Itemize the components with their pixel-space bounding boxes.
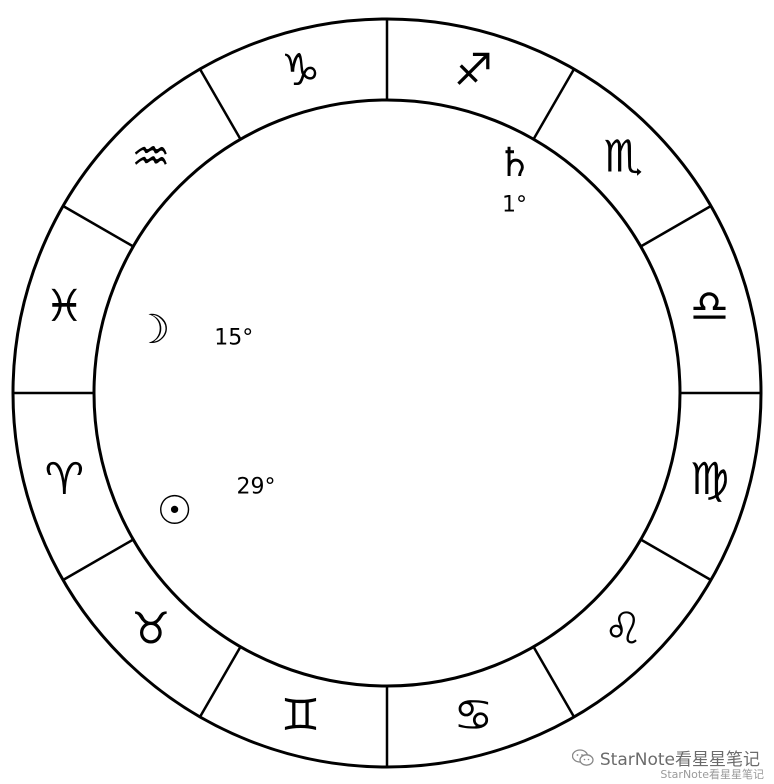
sign-dividers bbox=[13, 19, 761, 767]
leo-icon: ♌︎ bbox=[603, 604, 642, 655]
moon-degree-label: 15° bbox=[214, 326, 253, 351]
watermark-text: StarNote看星星笔记 bbox=[599, 750, 760, 770]
taurus-icon: ♉︎ bbox=[131, 604, 170, 655]
gemini-icon: ♊︎ bbox=[281, 690, 320, 741]
outer-ring bbox=[11, 17, 763, 769]
inner-ring bbox=[92, 98, 682, 688]
divider-line bbox=[640, 538, 712, 582]
sun-degree-label: 29° bbox=[237, 474, 276, 499]
planet-placements: ♄ 1° ☽ 15° ☉ 29° bbox=[134, 140, 532, 534]
saturn-icon: ♄ bbox=[497, 140, 533, 186]
watermark: StarNote看星星笔记 bbox=[571, 745, 760, 770]
aquarius-icon: ♒︎ bbox=[131, 131, 170, 182]
sun-icon: ☉ bbox=[157, 488, 193, 534]
aries-icon: ♈︎ bbox=[45, 454, 84, 505]
sagittarius-icon: ♐︎ bbox=[454, 45, 493, 96]
scorpio-icon: ♏︎ bbox=[603, 131, 642, 182]
divider-line bbox=[62, 538, 134, 582]
wechat-icon bbox=[571, 748, 594, 766]
divider-line bbox=[62, 204, 134, 248]
saturn-degree-label: 1° bbox=[502, 193, 527, 218]
divider-line bbox=[532, 68, 576, 140]
divider-line bbox=[640, 204, 712, 248]
divider-line bbox=[198, 68, 242, 140]
watermark-subtext: StarNote看星星笔记 bbox=[660, 768, 764, 781]
libra-icon: ♎︎ bbox=[690, 281, 729, 332]
sign-glyphs: ♈︎ ♉︎ ♊︎ ♋︎ ♌︎ ♍︎ ♎︎ ♏︎ ♐︎ ♑︎ ♒︎ ♓︎ bbox=[45, 45, 730, 741]
moon-icon: ☽ bbox=[134, 307, 170, 353]
virgo-icon: ♍︎ bbox=[690, 454, 729, 505]
capricorn-icon: ♑︎ bbox=[281, 45, 320, 96]
divider-line bbox=[532, 646, 576, 718]
cancer-icon: ♋︎ bbox=[454, 690, 493, 741]
pisces-icon: ♓︎ bbox=[45, 281, 84, 332]
divider-line bbox=[198, 646, 242, 718]
